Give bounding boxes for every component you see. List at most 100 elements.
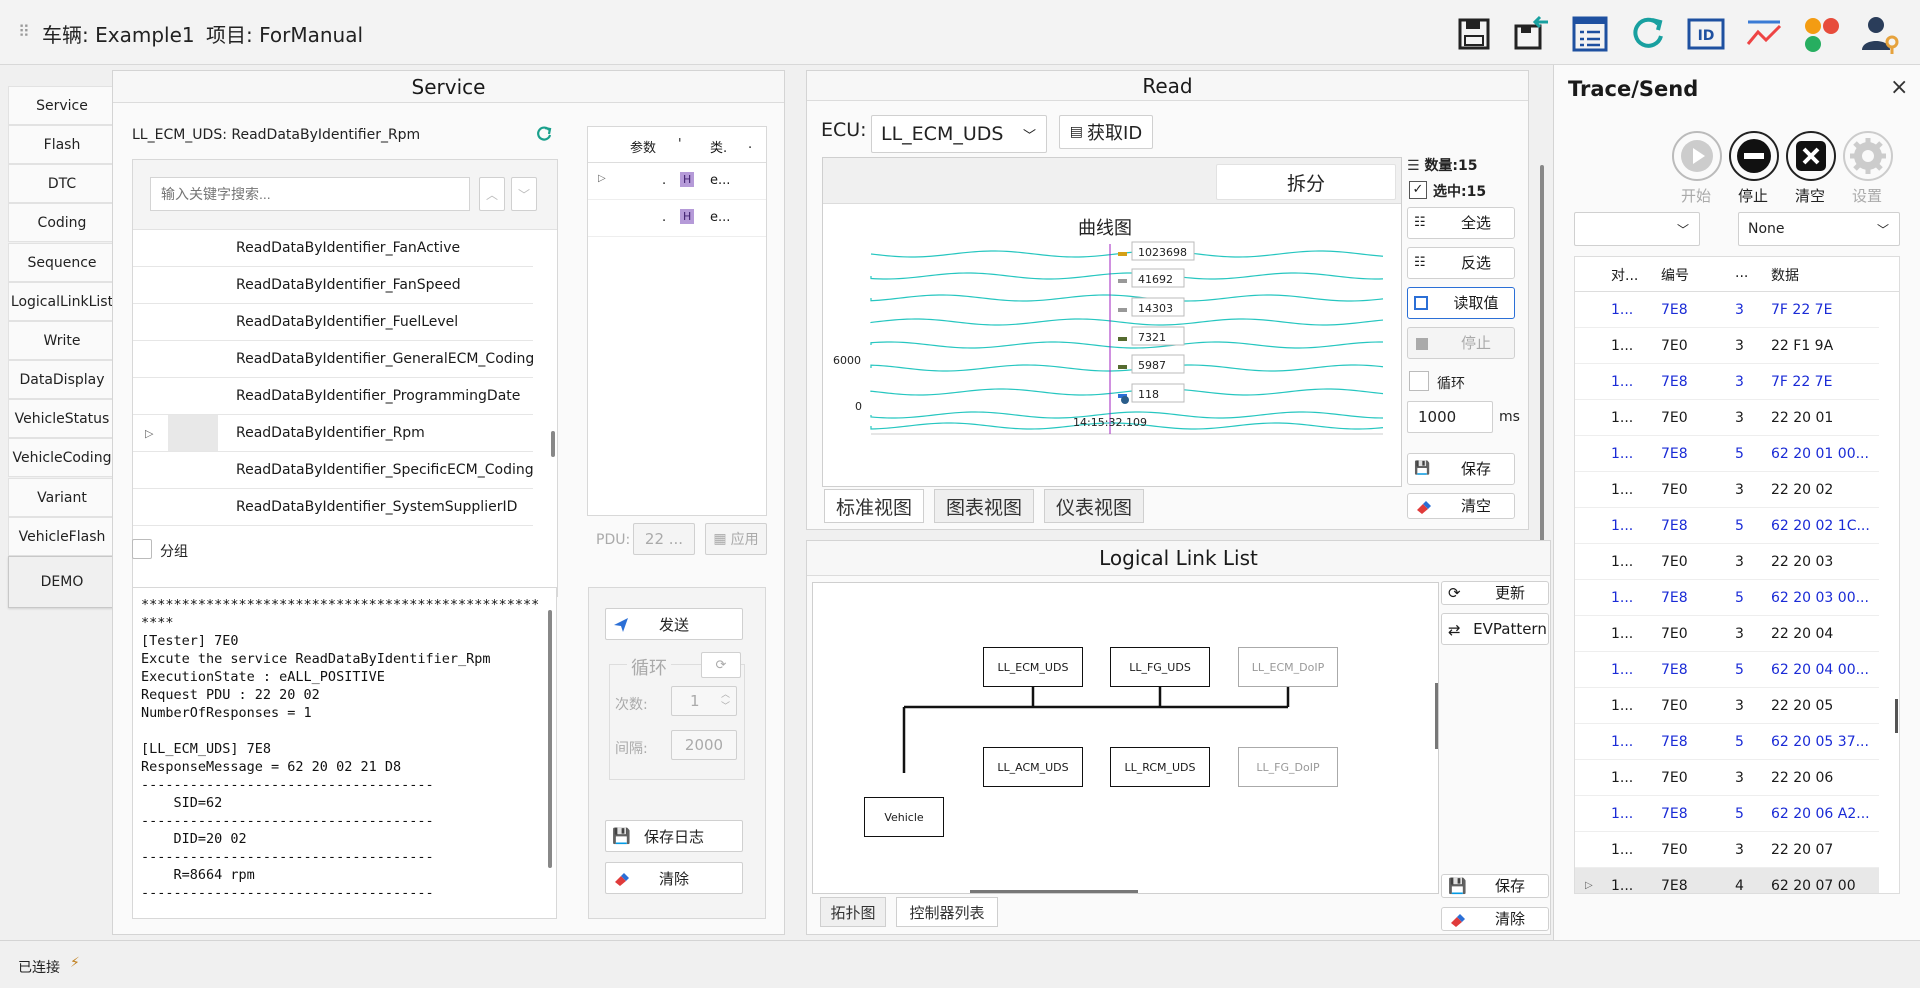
start-button[interactable] <box>1672 131 1722 181</box>
nav-item-coding[interactable]: Coding <box>8 203 116 242</box>
topology-canvas[interactable]: LL_ECM_UDS LL_FG_UDS LL_ECM_DoIP LL_ACM_… <box>812 582 1439 894</box>
stop-button[interactable] <box>1729 131 1779 181</box>
topology-v-scrollbar[interactable] <box>1435 683 1438 749</box>
expand-arrow-icon[interactable]: ▷ <box>598 173 606 184</box>
node-fg-doip[interactable]: LL_FG_DoIP <box>1238 747 1338 787</box>
read-scrollbar[interactable] <box>1540 165 1544 549</box>
send-button[interactable]: 发送 <box>605 608 743 640</box>
clear-read-button[interactable]: 清空 <box>1407 493 1515 519</box>
nav-item-vehiclestatus[interactable]: VehicleStatus <box>8 399 116 438</box>
refresh-icon[interactable] <box>1626 12 1670 56</box>
close-icon[interactable]: × <box>1890 75 1909 100</box>
pdu-input[interactable]: 22 ... <box>633 523 695 555</box>
loop-checkbox[interactable] <box>1409 371 1429 391</box>
chart-icon[interactable] <box>1742 12 1786 56</box>
ecu-select[interactable]: LL_ECM_UDS﹀ <box>871 115 1047 153</box>
service-item[interactable]: ReadDataByIdentifier_FanActive <box>133 230 533 267</box>
expand-arrow-icon[interactable]: ▷ <box>145 427 154 440</box>
interval-input[interactable]: 2000 <box>671 730 737 760</box>
user-key-icon[interactable] <box>1858 12 1902 56</box>
param-header[interactable]: 类. <box>710 141 728 156</box>
tab-view-0[interactable]: 标准视图 <box>824 489 924 523</box>
nav-item-datadisplay[interactable]: DataDisplay <box>8 360 116 399</box>
node-rcm-uds[interactable]: LL_RCM_UDS <box>1110 747 1210 787</box>
nav-item-flash[interactable]: Flash <box>8 125 116 164</box>
clear-trace-button[interactable] <box>1786 131 1836 181</box>
nav-item-sequence[interactable]: Sequence <box>8 243 116 282</box>
service-item[interactable]: ReadDataByIdentifier_FuelLevel <box>133 304 533 341</box>
list-icon[interactable] <box>1568 12 1612 56</box>
evpattern-button[interactable]: ⇄EVPattern <box>1441 613 1549 645</box>
group-checkbox[interactable] <box>132 539 152 559</box>
nav-item-write[interactable]: Write <box>8 321 116 360</box>
nav-item-dtc[interactable]: DTC <box>8 164 116 203</box>
nav-item-service[interactable]: Service <box>8 86 116 125</box>
service-item[interactable]: ▷ReadDataByIdentifier_Rpm <box>133 415 533 452</box>
tab-view-1[interactable]: 图表视图 <box>934 489 1034 523</box>
nav-item-variant[interactable]: Variant <box>8 478 116 517</box>
save-log-button[interactable]: 💾保存日志 <box>605 820 743 852</box>
tab-view-2[interactable]: 仪表视图 <box>1044 489 1144 523</box>
interval-input[interactable]: 1000 <box>1407 401 1493 433</box>
log-output[interactable]: ****************************************… <box>132 587 557 919</box>
import-icon[interactable] <box>1510 12 1554 56</box>
tab-controller-list[interactable]: 控制器列表 <box>896 897 998 927</box>
settings-button[interactable] <box>1843 131 1893 181</box>
service-item[interactable]: ReadDataByIdentifier_SystemSupplierID <box>133 489 533 526</box>
save-icon[interactable] <box>1452 12 1496 56</box>
trace-header[interactable]: 数据 <box>1771 268 1799 284</box>
nav-item-vehiclecoding[interactable]: VehicleCoding <box>8 438 116 477</box>
log-scrollbar[interactable] <box>548 610 552 868</box>
id-icon[interactable]: ID <box>1684 12 1728 56</box>
node-vehicle[interactable]: Vehicle <box>864 797 944 837</box>
next-match-button[interactable]: ﹀ <box>511 177 537 211</box>
list-scrollbar[interactable] <box>551 431 555 457</box>
select-all-button[interactable]: ☷全选 <box>1407 207 1515 239</box>
clear-log-button[interactable]: 清除 <box>605 862 743 894</box>
trace-scrollbar[interactable] <box>1895 699 1898 733</box>
service-item[interactable]: ReadDataByIdentifier_GeneralECM_Coding <box>133 341 533 378</box>
node-acm-uds[interactable]: LL_ACM_UDS <box>983 747 1083 787</box>
channel-select[interactable]: ﹀ <box>1574 212 1700 246</box>
nav-item-vehicleflash[interactable]: VehicleFlash <box>8 517 116 556</box>
stop-button[interactable]: 停止 <box>1407 327 1515 359</box>
update-button[interactable]: ⟳更新 <box>1441 581 1549 605</box>
topology-h-scrollbar[interactable] <box>970 890 1138 893</box>
save-topology-button[interactable]: 💾保存 <box>1441 874 1549 898</box>
split-button[interactable]: 拆分 <box>1216 164 1396 200</box>
param-header[interactable]: . <box>748 137 753 152</box>
nav-item-logicallinklist[interactable]: LogicalLinkList <box>8 282 116 321</box>
palette-icon[interactable] <box>1800 12 1844 56</box>
param-header[interactable]: 参数 <box>630 141 657 156</box>
node-fg-uds[interactable]: LL_FG_UDS <box>1110 647 1210 687</box>
service-item[interactable]: ReadDataByIdentifier_FanSpeed <box>133 267 533 304</box>
apply-button[interactable]: ▦应用 <box>705 523 767 555</box>
reload-icon[interactable] <box>535 125 553 143</box>
get-id-button[interactable]: ▤获取ID <box>1059 115 1153 149</box>
trace-header[interactable]: ... <box>1735 265 1749 281</box>
read-value-button[interactable]: 读取值 <box>1407 287 1515 319</box>
search-input[interactable] <box>150 177 470 211</box>
drag-grip-icon[interactable]: ⠿ <box>18 22 30 41</box>
tab-topology[interactable]: 拓扑图 <box>820 897 886 927</box>
prev-match-button[interactable]: ︿ <box>479 177 505 211</box>
